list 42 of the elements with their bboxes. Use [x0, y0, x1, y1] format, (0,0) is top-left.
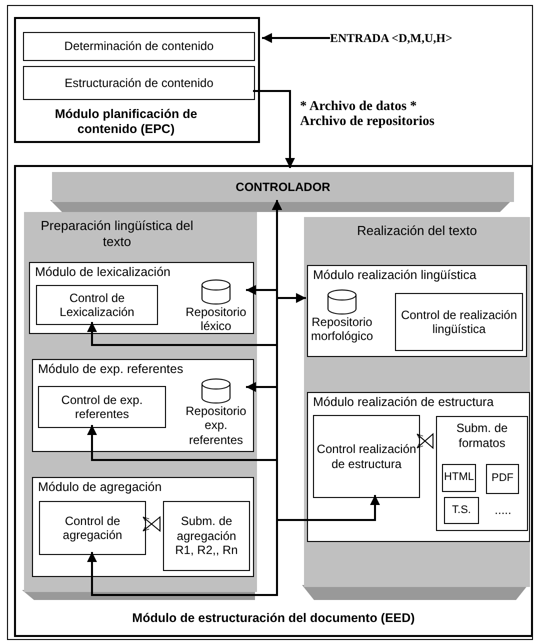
module-title: Módulo de lexicalización: [35, 265, 170, 279]
process-box: PDF: [486, 464, 519, 494]
process-box: Control de agregación: [39, 501, 146, 555]
arrow: [87, 200, 282, 596]
process-box: Control realización de estructura: [313, 415, 420, 498]
module-title: Módulo realización lingüística: [313, 268, 476, 282]
process-box: Control de realización lingüística: [395, 293, 523, 351]
panel: [304, 217, 530, 587]
process-box: T.S.: [444, 497, 479, 524]
repository-label: Repositorio exp. referentes: [184, 404, 248, 448]
arrow: [262, 33, 330, 43]
module-box: [29, 262, 254, 334]
process-box: Control de exp. referentes: [38, 386, 166, 428]
controller-bar: CONTROLADOR: [52, 172, 514, 202]
panel-title: Realización del texto: [356, 223, 478, 240]
input-label: ENTRADA <D,M,U,H>: [330, 29, 485, 47]
submodule-box: [436, 416, 528, 531]
arrow: [253, 90, 295, 168]
module-title: Módulo de agregación: [38, 480, 162, 494]
module-title: Módulo planificación de contenido (EPC): [54, 106, 198, 138]
module-box: [32, 477, 254, 577]
module-title: Módulo realización de estructura: [313, 395, 494, 409]
panel-title: Preparación lingüística del texto: [40, 218, 194, 250]
crossed-arrows: [416, 432, 434, 450]
module-box: [307, 392, 530, 542]
module-box: [32, 359, 254, 452]
module-box: [307, 265, 527, 357]
module-frame: [14, 165, 533, 637]
repository-label: Repositorio morfológico: [310, 315, 374, 344]
submodule-title: Subm. de formatos: [455, 421, 509, 451]
module-title: Módulo de estructuración del documento (EED): [131, 611, 416, 627]
process-box: Control de Lexicalización: [36, 285, 158, 325]
ellipsis-text: .....: [494, 503, 512, 518]
process-box: HTML: [442, 464, 476, 492]
process-box: Estructuración de contenido: [23, 66, 255, 100]
process-box: Determinación de contenido: [23, 32, 255, 61]
repository-label: Repositorio léxico: [184, 305, 248, 334]
crossed-arrows: [142, 516, 160, 532]
process-box: Subm. de agregación R1, R2,, Rn: [163, 501, 250, 571]
module-title: Módulo de exp. referentes: [38, 362, 184, 376]
module-frame: [14, 17, 260, 143]
panel: [24, 212, 257, 592]
